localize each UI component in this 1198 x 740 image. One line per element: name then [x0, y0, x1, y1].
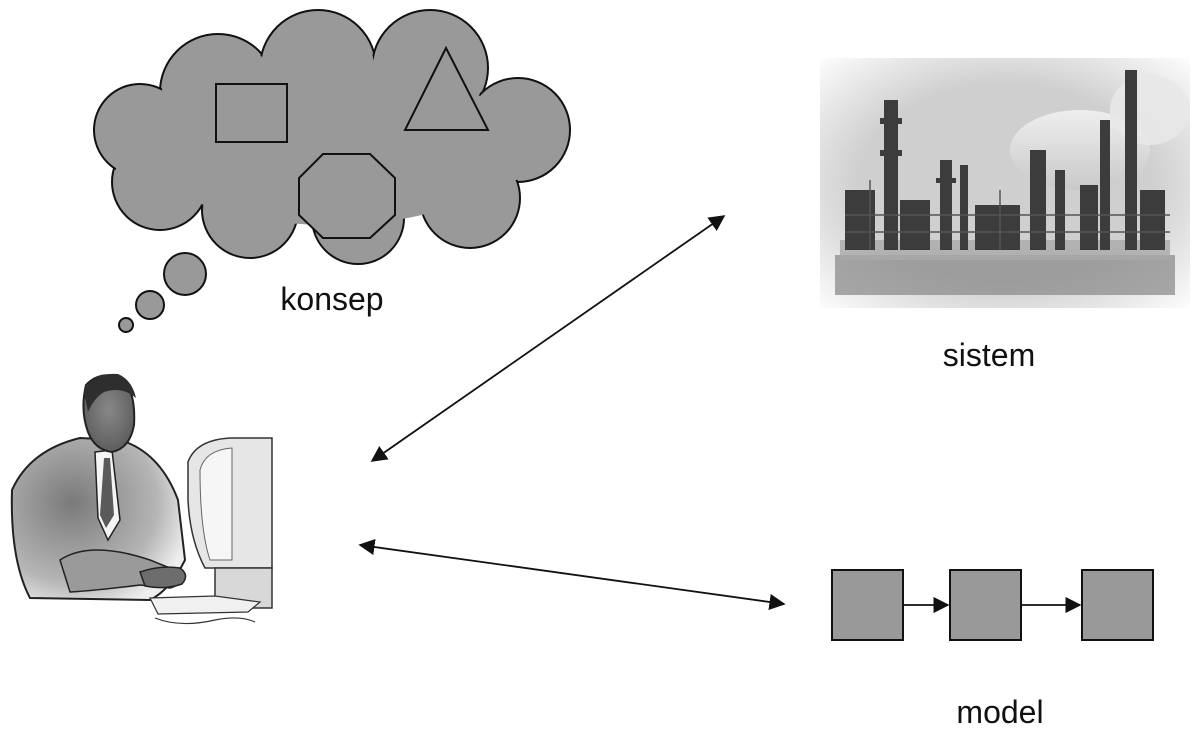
model-block-chain: [831, 569, 1154, 641]
person-model-double-arrow: [358, 538, 786, 611]
person-at-computer-icon: [10, 373, 273, 625]
person-system-double-arrow: [370, 215, 726, 462]
concept-octagon-shape: [298, 153, 396, 239]
thought-bubble-small: [118, 317, 134, 333]
model-block-1: [831, 569, 904, 641]
model-label: model: [956, 694, 1043, 730]
concept-label: konsep: [280, 281, 383, 317]
system-label: sistem: [943, 337, 1035, 373]
concept-square-shape: [215, 83, 288, 143]
model-block-2: [949, 569, 1022, 641]
industrial-plant-icon: [820, 58, 1190, 308]
model-block-3: [1081, 569, 1154, 641]
thought-bubble-large: [163, 252, 207, 296]
thought-bubble-medium: [135, 290, 165, 320]
concept-triangle-shape: [403, 45, 490, 131]
